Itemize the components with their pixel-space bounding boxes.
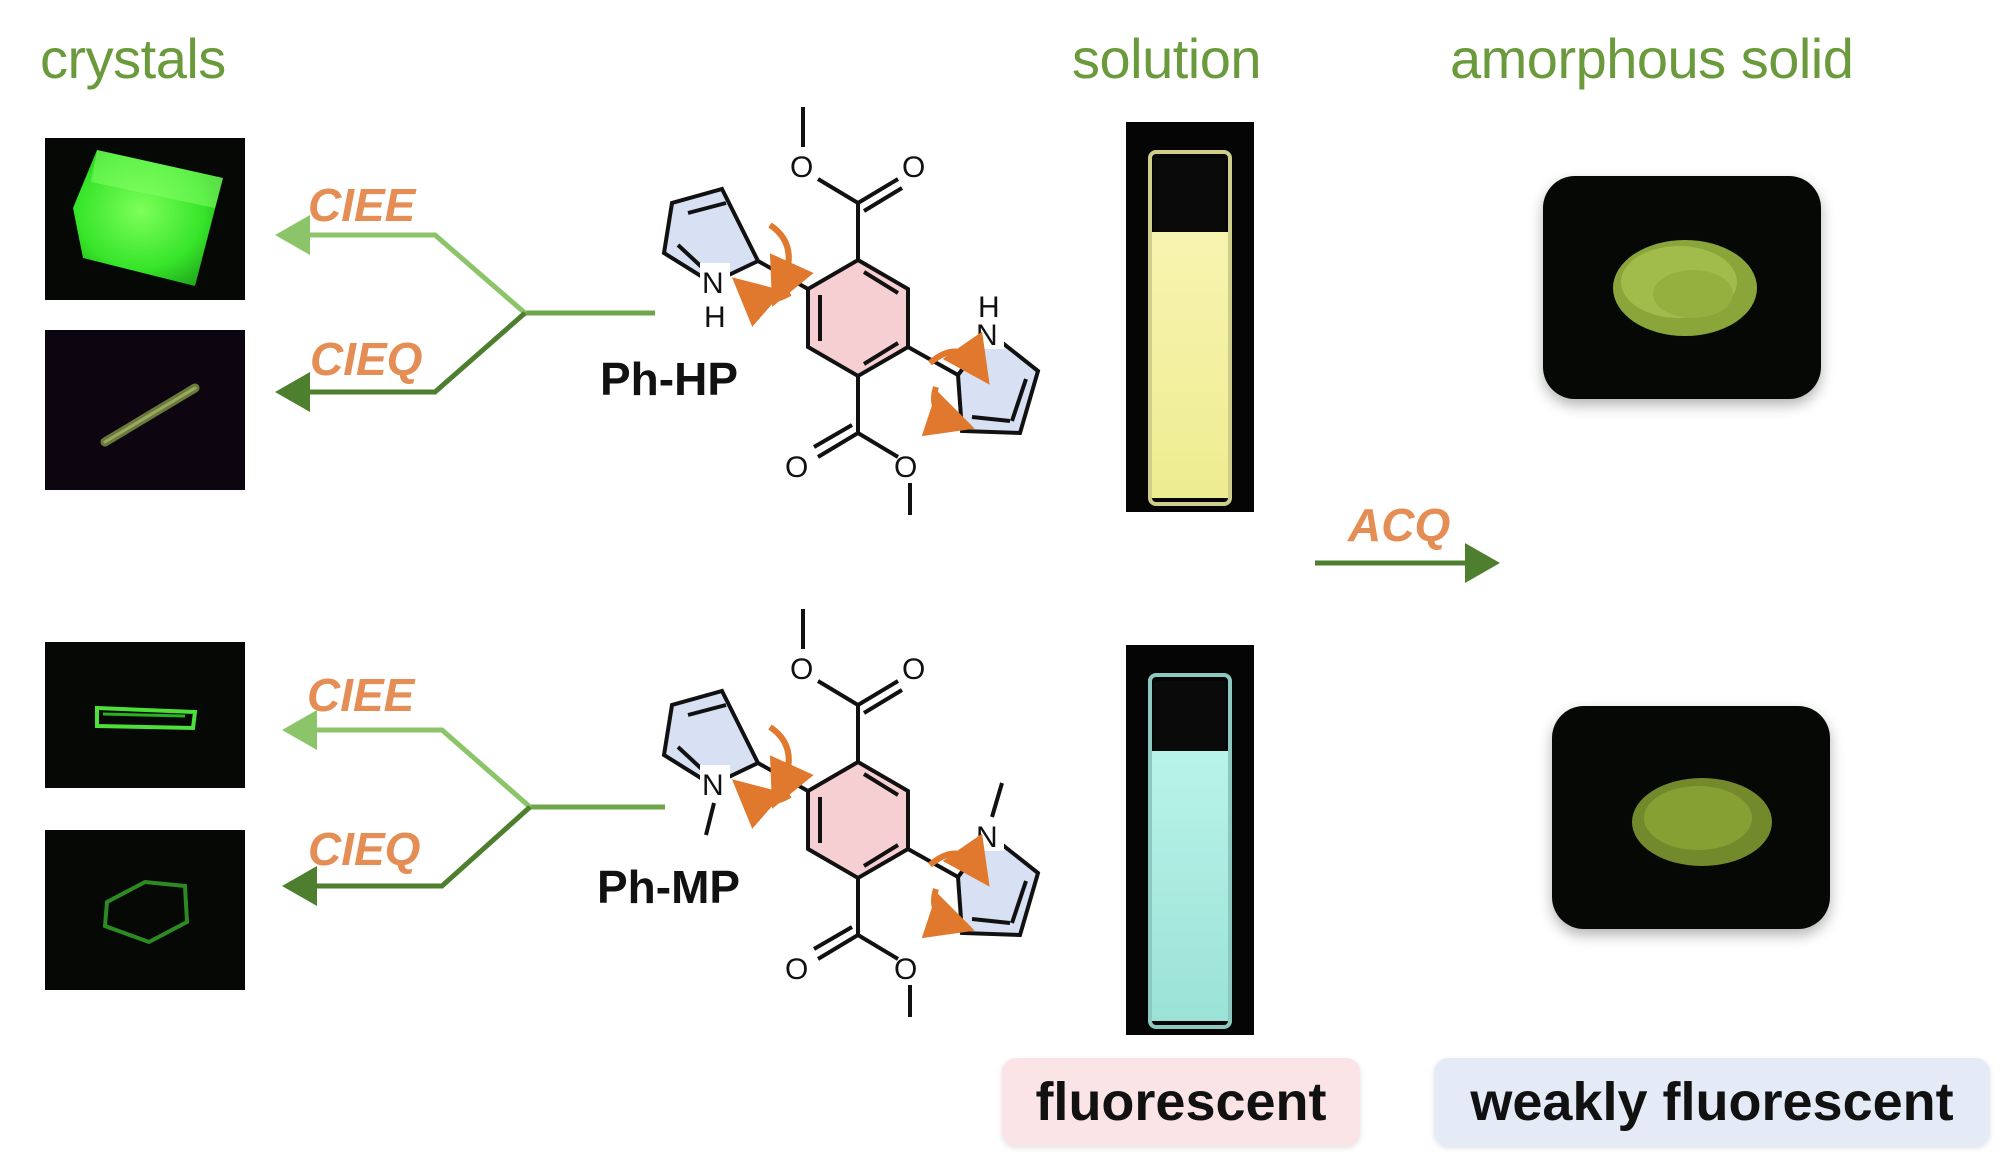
svg-text:O: O (902, 653, 925, 686)
svg-text:O: O (894, 953, 917, 986)
svg-text:N: N (702, 769, 724, 802)
status-pill-weakly-fluorescent: weakly fluorescent (1434, 1058, 1990, 1146)
label-acq: ACQ (1348, 499, 1451, 551)
cuvette-photo-ph-mp (1126, 645, 1254, 1035)
svg-text:O: O (902, 151, 925, 184)
crystal-photo-ph-hp-ciee (45, 138, 245, 300)
label-cieq-top: CIEQ (310, 333, 423, 385)
svg-text:O: O (790, 653, 813, 686)
svg-text:H: H (704, 301, 726, 334)
svg-text:O: O (785, 953, 808, 986)
bottom-branch-arrows (282, 710, 665, 906)
compound-label-ph-mp: Ph-MP (597, 861, 741, 913)
top-branch-arrows (275, 215, 655, 412)
label-cieq-bottom: CIEQ (308, 823, 421, 875)
heading-crystals: crystals (40, 27, 226, 90)
heading-amorphous-solid: amorphous solid (1450, 27, 1854, 90)
svg-text:N: N (976, 821, 998, 854)
svg-text:O: O (785, 451, 808, 484)
svg-text:O: O (790, 151, 813, 184)
amorphous-solid-photo-ph-hp (1543, 176, 1821, 399)
compound-label-ph-hp: Ph-HP (600, 353, 738, 405)
crystal-photo-ph-hp-cieq (45, 330, 245, 490)
crystal-photo-ph-mp-cieq (45, 830, 245, 990)
label-ciee-top: CIEE (308, 179, 416, 231)
status-pill-fluorescent: fluorescent (1002, 1058, 1360, 1146)
cuvette-photo-ph-hp (1126, 122, 1254, 512)
svg-text:O: O (894, 451, 917, 484)
molecule-ph-hp: O O O O N H N H (661, 107, 1041, 515)
svg-text:N: N (702, 267, 724, 300)
label-ciee-bottom: CIEE (307, 669, 415, 721)
heading-solution: solution (1072, 27, 1262, 90)
amorphous-solid-photo-ph-mp (1552, 706, 1830, 929)
molecule-ph-mp: O O O O N N (661, 609, 1041, 1017)
svg-text:H: H (978, 291, 1000, 324)
crystal-photo-ph-mp-ciee (45, 642, 245, 788)
